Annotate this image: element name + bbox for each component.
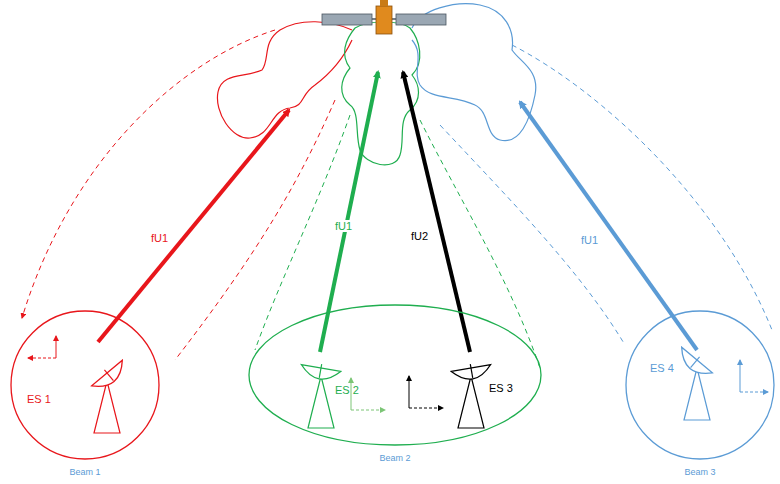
antenna-symbol [645, 332, 745, 427]
station-label: ES 4 [650, 362, 674, 374]
earth-station: ES 3 [433, 346, 533, 436]
beam-edge [255, 115, 350, 350]
beam-edge [420, 120, 540, 368]
frequency-label: fU2 [410, 230, 429, 242]
beam-edge [440, 125, 625, 345]
earth-station: ES 2 [283, 346, 383, 436]
beam-label: Beam 3 [684, 468, 715, 478]
beam-outline [10, 310, 160, 460]
beam-footprint: Beam 2ES 2ES 3 [248, 304, 542, 446]
uplink-arrow [403, 72, 470, 352]
beam-edge [175, 100, 335, 360]
antenna-symbol [283, 346, 383, 436]
beam-footprint: Beam 1ES 1 [10, 310, 160, 460]
earth-station: ES 4 [645, 332, 745, 427]
earth-station: ES 1 [15, 338, 135, 433]
antenna-symbol [433, 346, 533, 436]
frequency-label: fU1 [580, 234, 599, 246]
uplink-arrow [520, 102, 697, 350]
station-label: ES 3 [489, 382, 513, 394]
beam-label: Beam 2 [379, 454, 410, 464]
beam-footprint: Beam 3ES 4 [625, 310, 775, 460]
frequency-label: fU1 [150, 232, 169, 244]
beam-edge [512, 45, 772, 330]
uplink-arrow [98, 110, 289, 342]
beam-label: Beam 1 [69, 468, 100, 478]
satellite [322, 0, 446, 34]
frequency-label: fU1 [334, 220, 353, 232]
beam-lobe [217, 22, 352, 138]
station-label: ES 2 [335, 384, 359, 396]
beam-outline [248, 304, 542, 446]
station-label: ES 1 [27, 393, 51, 405]
axes [28, 336, 768, 410]
uplink-arrow [320, 72, 378, 352]
antenna-symbol [15, 338, 135, 433]
